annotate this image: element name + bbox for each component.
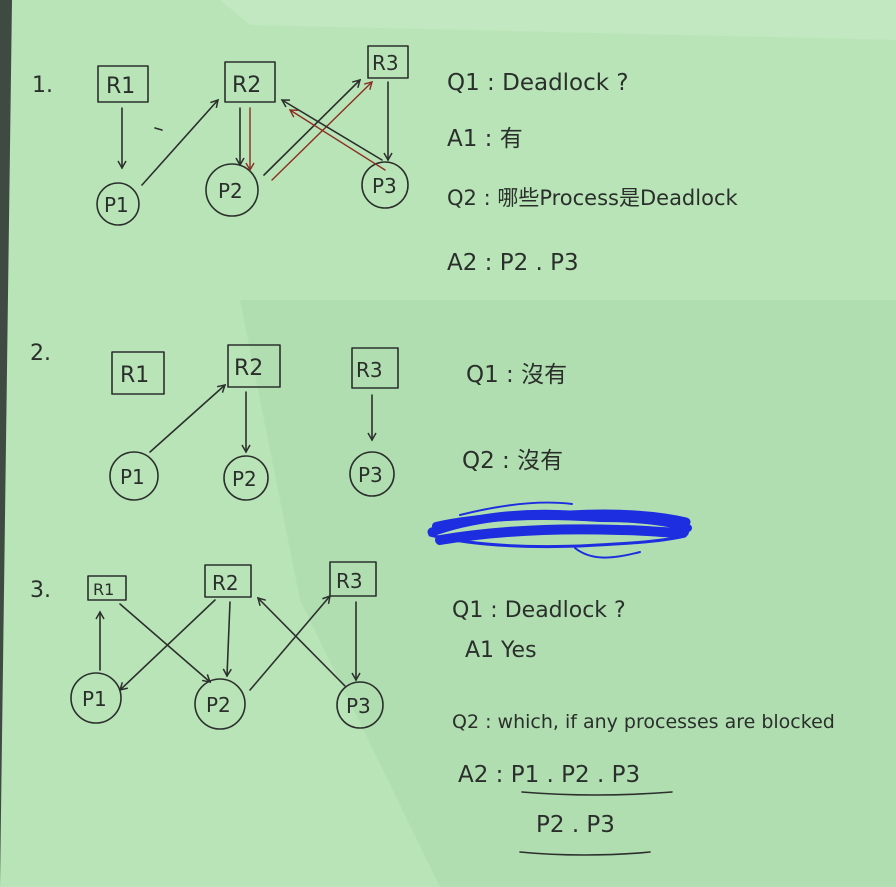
s1-q1: Q1 : Deadlock ? bbox=[447, 70, 629, 96]
s2-p2-label: P2 bbox=[232, 467, 257, 491]
s1-p3-circle bbox=[361, 161, 409, 209]
blue-scribble-redaction bbox=[427, 501, 692, 559]
s1-r2-box bbox=[224, 61, 276, 103]
section-3-graph: 3. R1 R2 R3 P1 P2 P3 bbox=[30, 561, 384, 730]
s2-p1-circle bbox=[109, 451, 159, 501]
s1-r1-box bbox=[97, 65, 149, 103]
section-1-qa: Q1 : Deadlock ? A1 : 有 Q2 : 哪些Process是De… bbox=[447, 70, 738, 276]
section-2-qa: Q1 : 沒有 Q2 : 沒有 bbox=[462, 362, 567, 474]
s3-p3-label: P3 bbox=[346, 694, 371, 718]
s3-r3-box bbox=[329, 561, 377, 597]
s2-p3-label: P3 bbox=[358, 463, 383, 487]
s3-q1: Q1 : Deadlock ? bbox=[452, 598, 626, 623]
s1-a1: A1 : 有 bbox=[447, 126, 523, 152]
s3-p3-circle bbox=[336, 681, 384, 729]
s3-p2-label: P2 bbox=[206, 693, 231, 717]
s2-r2-box bbox=[227, 344, 281, 388]
s3-a2-underline-2 bbox=[519, 851, 651, 856]
s2-r1-box bbox=[111, 351, 165, 395]
s2-p3-circle bbox=[349, 451, 395, 497]
section-1-number: 1. bbox=[32, 73, 53, 98]
s1-r1-label: R1 bbox=[106, 74, 135, 99]
s3-p1-label: P1 bbox=[82, 687, 107, 711]
s2-r3-box bbox=[351, 347, 399, 389]
s3-a1: A1 Yes bbox=[465, 638, 537, 663]
s1-a2: A2 : P2 . P3 bbox=[447, 250, 579, 276]
paper-top-shade bbox=[220, 0, 896, 40]
s1-r3-label: R3 bbox=[372, 51, 399, 75]
section-3-qa: Q1 : Deadlock ? A1 Yes Q2 : which, if an… bbox=[452, 598, 835, 856]
s3-a2-line2: P2 . P3 bbox=[536, 812, 615, 838]
s3-r1-label: R1 bbox=[93, 580, 114, 599]
s1-p1-circle bbox=[96, 182, 140, 226]
s3-p1-circle bbox=[70, 672, 122, 724]
s2-q2: Q2 : 沒有 bbox=[462, 448, 563, 474]
s2-r2-label: R2 bbox=[234, 356, 263, 381]
s3-a2-line1: A2 : P1 . P2 . P3 bbox=[458, 762, 640, 788]
s2-r1-label: R1 bbox=[120, 363, 149, 388]
s1-p3-label: P3 bbox=[372, 174, 397, 198]
section-3-number: 3. bbox=[30, 578, 51, 603]
s1-p2-label: P2 bbox=[218, 179, 243, 203]
s3-p2-circle bbox=[194, 678, 246, 730]
s3-r2-box bbox=[204, 564, 252, 598]
section-2-number: 2. bbox=[30, 341, 51, 366]
s1-p1-label: P1 bbox=[104, 193, 129, 217]
s2-p1-label: P1 bbox=[120, 465, 145, 489]
section-2-graph: 2. R1 R2 R3 P1 P2 P3 bbox=[30, 341, 399, 501]
s2-q1: Q1 : 沒有 bbox=[466, 362, 567, 388]
s3-r3-label: R3 bbox=[336, 569, 363, 593]
s1-r3-box bbox=[367, 45, 409, 79]
s1-p2-circle bbox=[205, 163, 259, 217]
s1-q2: Q2 : 哪些Process是Deadlock bbox=[447, 186, 738, 210]
paper-fold-shade bbox=[240, 300, 896, 887]
s3-r1-box bbox=[87, 575, 127, 601]
s3-r2-label: R2 bbox=[212, 571, 239, 595]
s2-p2-circle bbox=[223, 455, 269, 501]
s3-a2-underline-1 bbox=[521, 791, 673, 796]
section-1-graph: 1. R1 R2 R3 P1 P2 P3 bbox=[32, 45, 409, 226]
s3-q2: Q2 : which, if any processes are blocked bbox=[452, 711, 835, 733]
s2-r3-label: R3 bbox=[356, 358, 383, 382]
s1-r2-label: R2 bbox=[232, 73, 261, 98]
